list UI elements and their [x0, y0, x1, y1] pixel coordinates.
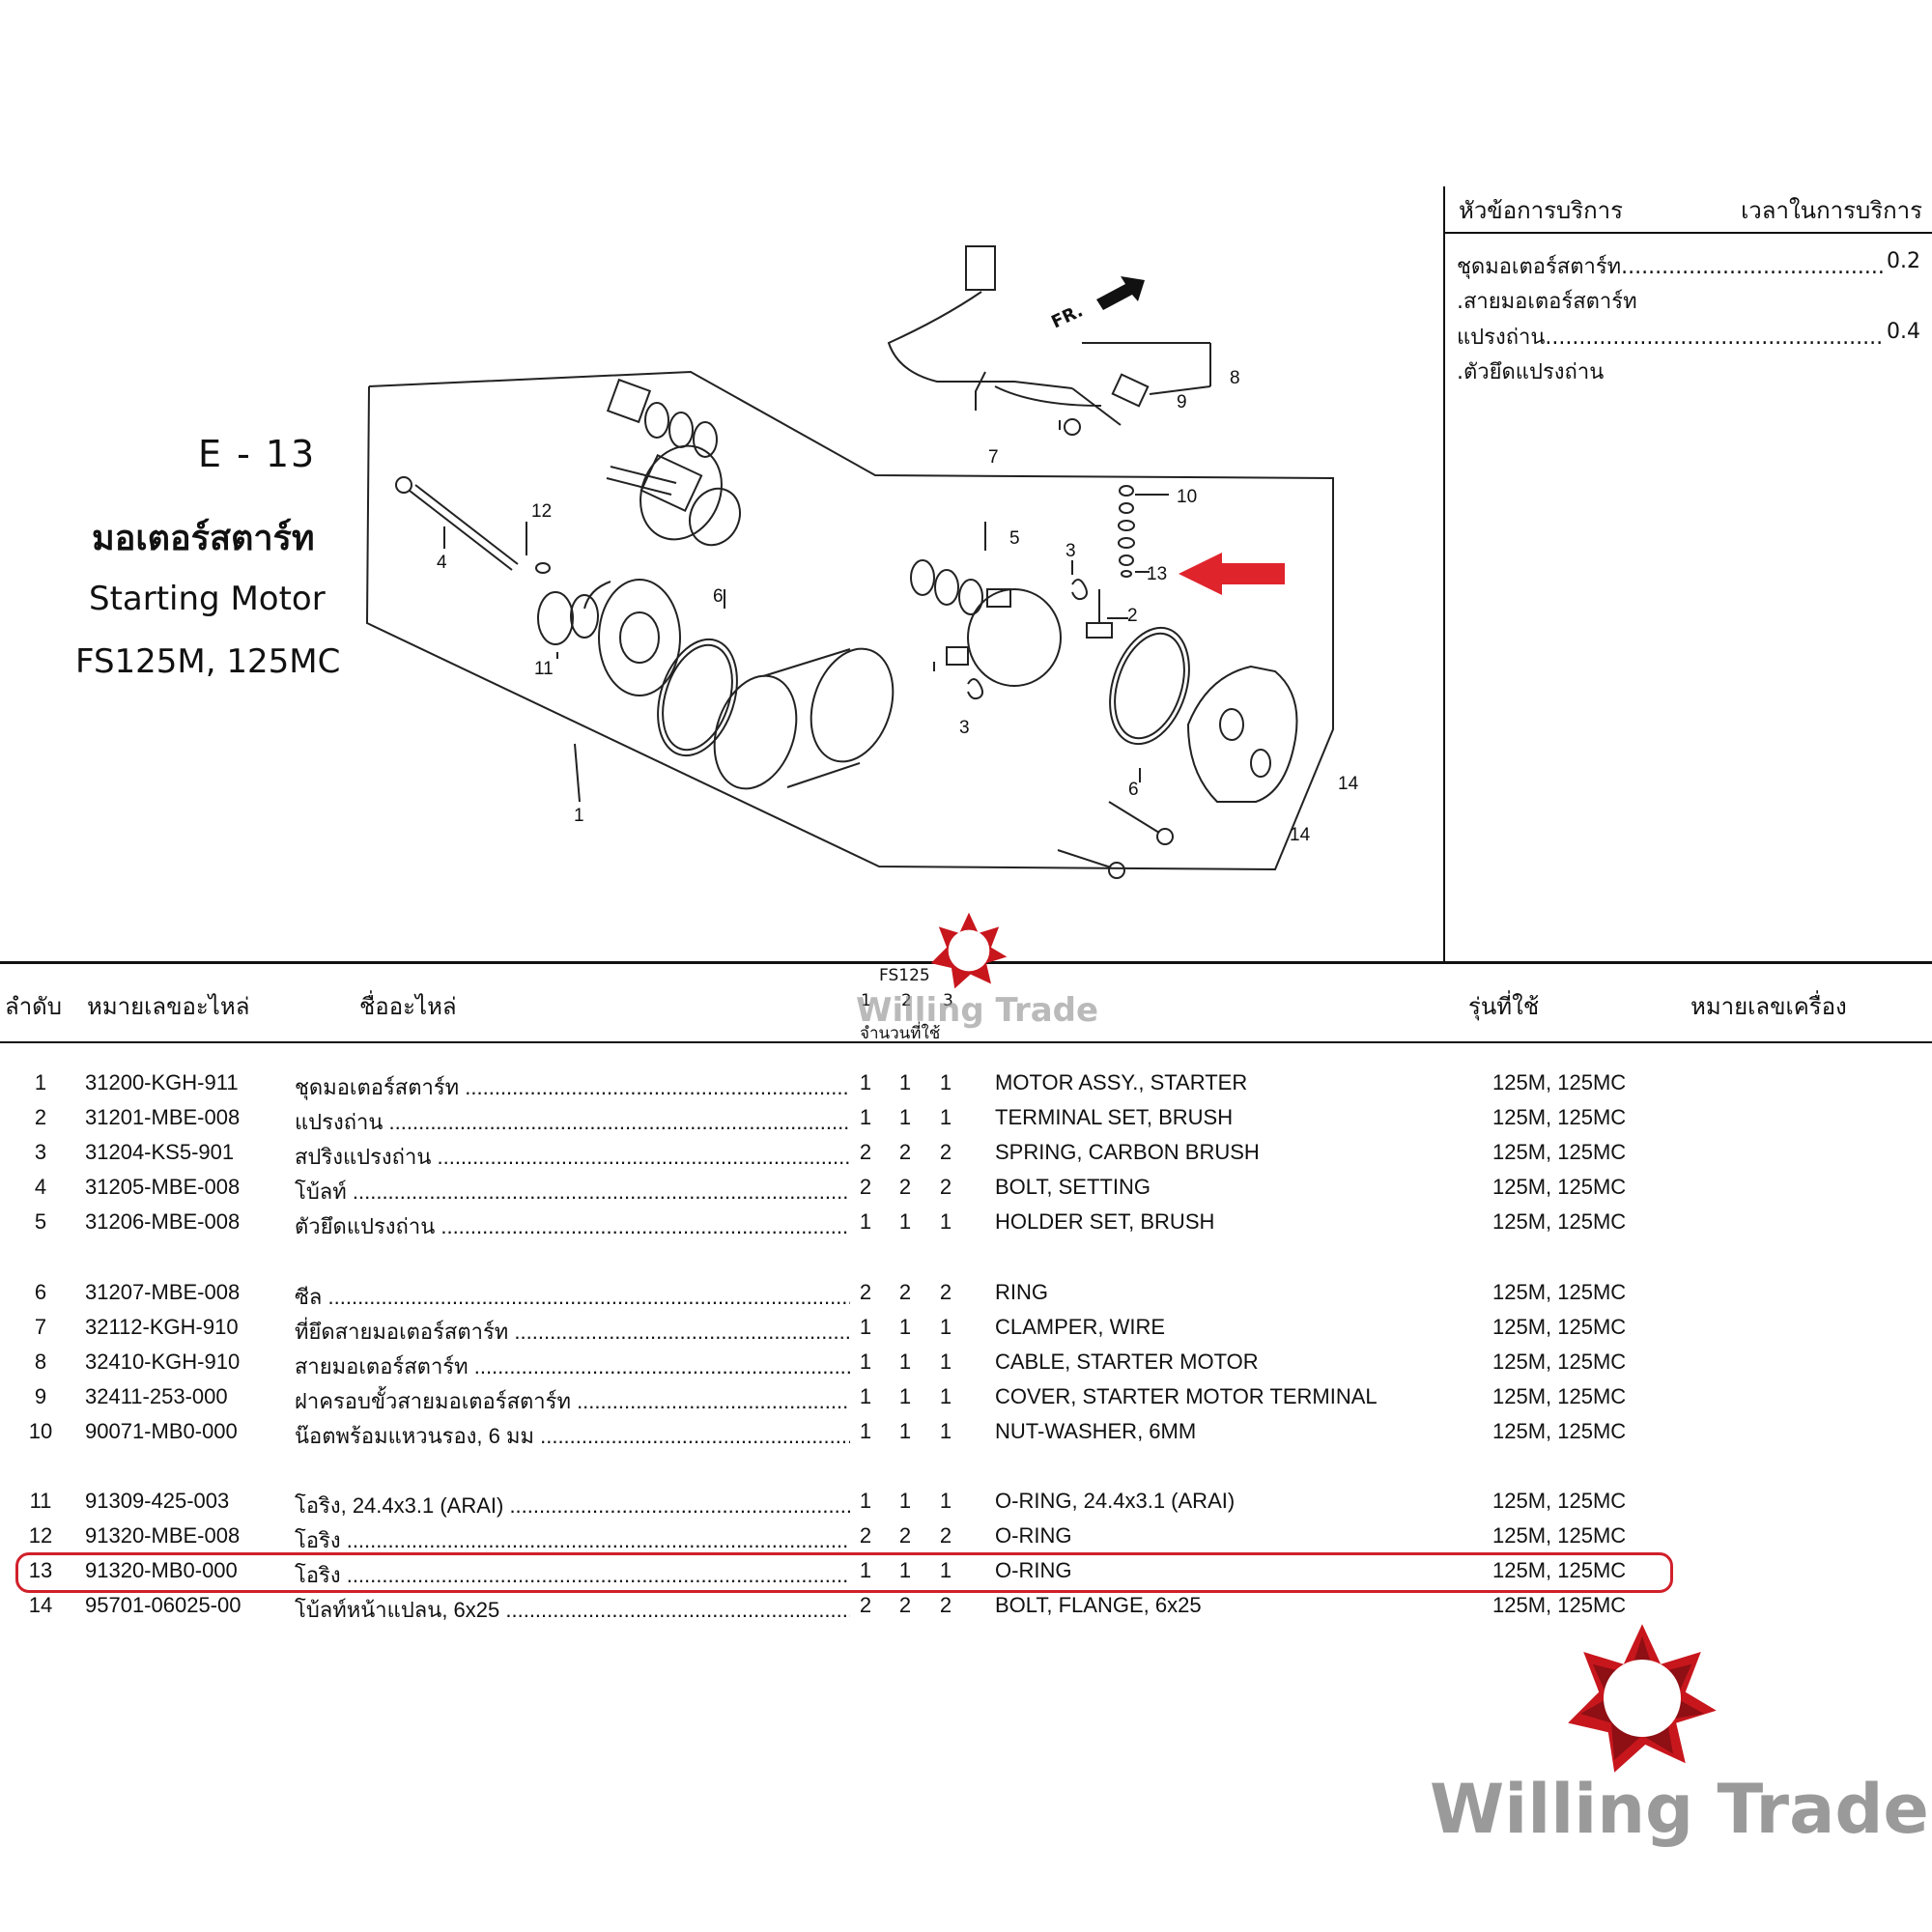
brand-logo-text: Willing Trade [1430, 1770, 1929, 1849]
callout-3: 3 [1065, 541, 1076, 561]
header-models: รุ่นที่ใช้ [1468, 993, 1540, 1020]
title-english: Starting Motor [89, 580, 326, 618]
exploded-diagram: FR. 1 2 3 3 4 5 6 6 7 8 9 10 11 12 13 14… [365, 245, 1359, 879]
brand-mark-icon [930, 912, 1008, 989]
diagram-code: E - 13 [198, 433, 317, 475]
callout-4: 4 [437, 553, 447, 573]
callout-6b: 6 [1128, 780, 1139, 800]
diagram-boundary [365, 370, 1334, 871]
service-header: หัวข้อการบริการ เวลาในการบริการ [1459, 191, 1922, 229]
service-item: .ตัวยึดแปรงถ่าน [1457, 360, 1605, 384]
callout-5: 5 [1009, 528, 1020, 549]
panel-divider [1443, 186, 1445, 961]
callout-9: 9 [1177, 392, 1187, 412]
header-no: ลำดับ [5, 993, 63, 1020]
front-label: FR. [1048, 300, 1086, 332]
callout-14b: 14 [1290, 825, 1311, 845]
red-pointer-arrow-icon [1179, 553, 1285, 595]
callout-6: 6 [713, 586, 724, 607]
header-qty-label: จำนวนที่ใช้ [860, 1024, 941, 1043]
callout-3b: 3 [959, 718, 970, 738]
callout-7: 7 [988, 447, 999, 468]
callout-11: 11 [534, 659, 554, 679]
header-engine-no: หมายเลขเครื่อง [1690, 993, 1847, 1020]
watermark-text: Willing Trade [856, 991, 1099, 1030]
callout-10: 10 [1177, 487, 1197, 507]
callout-13: 13 [1147, 564, 1167, 584]
callout-8: 8 [1230, 368, 1240, 388]
o-ring-icon [537, 591, 574, 645]
service-item: แปรงถ่าน................................… [1457, 320, 1920, 350]
row-highlight-outline [15, 1552, 1673, 1593]
table-header-rule [0, 1041, 1932, 1043]
header-model-group: FS125 [879, 966, 930, 985]
callout-1: 1 [574, 806, 584, 826]
header-qty-2: 2 [901, 991, 912, 1010]
title-models: FS125M, 125MC [75, 642, 341, 681]
service-header-time: เวลาในการบริการ [1741, 197, 1922, 224]
header-qty-1: 1 [861, 991, 871, 1010]
front-direction-arrow-icon [1096, 276, 1145, 310]
service-header-topic: หัวข้อการบริการ [1459, 197, 1624, 224]
brand-logo-icon [1568, 1624, 1717, 1773]
title-thai: มอเตอร์สตาร์ท [92, 519, 315, 558]
callout-2: 2 [1127, 606, 1138, 626]
header-qty-3: 3 [943, 991, 953, 1010]
service-item: ชุดมอเตอร์สตาร์ท........................… [1457, 249, 1920, 279]
callout-12: 12 [531, 501, 552, 522]
service-item: .สายมอเตอร์สตาร์ท [1457, 290, 1637, 314]
header-part-no: หมายเลขอะไหล่ [87, 993, 250, 1020]
bolt-head-icon [395, 476, 412, 494]
service-header-rule [1445, 232, 1932, 234]
callout-14: 14 [1338, 774, 1359, 794]
header-part-name: ชื่ออะไหล่ [359, 993, 457, 1020]
